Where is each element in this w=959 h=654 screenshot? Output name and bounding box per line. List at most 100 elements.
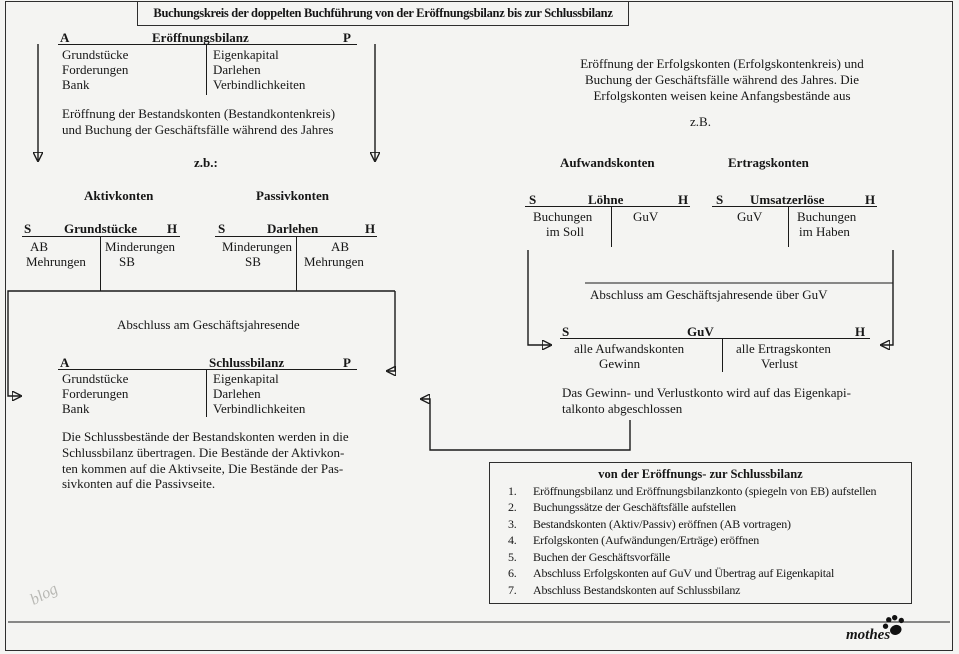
grundstuecke-debit-item: Mehrungen (26, 254, 86, 269)
umsatz-header-line (712, 206, 877, 207)
abschluss-ueber-guv-caption: Abschluss am Geschäftsjahresende über Gu… (590, 287, 828, 302)
passivkonten-header: Passivkonten (256, 188, 329, 203)
darlehen-haben-label: H (365, 221, 376, 236)
guv-haben-label: H (855, 324, 866, 339)
sb-debit-item: Bank (62, 401, 90, 416)
darlehen-credit-item: AB (331, 239, 350, 254)
step-number: 4. (508, 533, 517, 547)
step-text: Bestandskonten (Aktiv/Passiv) eröffnen (… (533, 516, 791, 531)
steps-box-title: von der Eröffnungs- zur Schlussbilanz (598, 467, 803, 481)
step-number: 6. (508, 566, 517, 580)
sb-header-line (58, 369, 357, 370)
guv-credit-item: Verlust (761, 356, 798, 371)
grundstuecke-divider-line (100, 237, 101, 291)
guv-divider-line (722, 339, 723, 372)
grundstuecke-haben-label: H (167, 221, 178, 236)
abschluss-jahresende-caption: Abschluss am Geschäftsjahresende (117, 317, 300, 332)
eb-credit-item: Verbindlichkeiten (213, 77, 306, 92)
guv-header-line (560, 338, 870, 339)
grundstuecke-soll-label: S (24, 221, 32, 236)
grundstuecke-credit-item: Minderungen (105, 239, 176, 254)
guv-soll-label: S (562, 324, 570, 339)
eb-debit-side-label: A (60, 30, 70, 45)
umsatz-title: Umsatzerlöse (750, 192, 825, 207)
eb-account-title: Eröffnungsbilanz (152, 30, 249, 45)
sb-debit-item: Forderungen (62, 386, 129, 401)
umsatz-credit-item: Buchungen (797, 209, 857, 224)
guv-title: GuV (687, 324, 714, 339)
step-text: Eröffnungsbilanz und Eröffnungsbilanzkon… (533, 483, 877, 498)
diagram-title: Buchungskreis der doppelten Buchführung … (137, 1, 629, 26)
erfolgskonten-note: Eröffnung der Erfolgskonten (Erfolgskont… (580, 56, 864, 103)
eb-credit-item: Eigenkapital (213, 47, 279, 62)
darlehen-header-line (215, 236, 377, 237)
loehne-header-line (525, 206, 690, 207)
step-text: Abschluss Erfolgskonten auf GuV und Über… (533, 566, 835, 580)
umsatz-debit-item: GuV (737, 209, 763, 224)
step-text: Abschluss Bestandskonten auf Schlussbila… (533, 582, 741, 597)
zb-right-label: z.B. (690, 114, 711, 129)
ertragskonten-header: Ertragskonten (728, 155, 809, 170)
grundstuecke-header-line (22, 236, 180, 237)
step-text: Buchen der Geschäftsvorfälle (533, 549, 671, 564)
step-number: 1. (508, 483, 517, 498)
step-item: 5. Buchen der Geschäftsvorfälle (508, 550, 911, 565)
sb-credit-side-label: P (343, 355, 351, 370)
grundstuecke-title: Grundstücke (64, 221, 137, 236)
sb-account-title: Schlussbilanz (209, 355, 285, 370)
darlehen-divider-line (296, 237, 297, 291)
eb-header-line (58, 44, 357, 45)
sb-divider-line (206, 370, 207, 417)
sb-credit-item: Eigenkapital (213, 371, 279, 386)
aktivkonten-header: Aktivkonten (84, 188, 154, 203)
step-item: 2. Buchungssätze der Geschäftsfälle aufs… (508, 500, 911, 515)
bestandskonten-note: Eröffnung der Bestandskonten (Bestandkon… (62, 106, 336, 137)
zb-left-label: z.b.: (194, 155, 218, 170)
step-item: 7. Abschluss Bestandskonten auf Schlussb… (508, 583, 911, 598)
sb-debit-item: Grundstücke (62, 371, 129, 386)
step-text: Buchungssätze der Geschäftsfälle aufstel… (533, 500, 736, 514)
paw-print-icon (882, 614, 904, 635)
guv-debit-item: Gewinn (599, 356, 641, 371)
loehne-soll-label: S (529, 192, 537, 207)
darlehen-debit-item: Minderungen (222, 239, 293, 254)
mothes-logo-text: mothes (846, 627, 891, 643)
step-number: 2. (508, 500, 517, 514)
step-item: 4. Erfolgskonten (Aufwändungen/Erträge) … (508, 533, 911, 548)
steps-box: von der Eröffnungs- zur Schlussbilanz 1.… (489, 462, 912, 604)
sb-debit-side-label: A (60, 355, 70, 370)
eb-credit-item: Darlehen (213, 62, 261, 77)
loehne-debit-item: Buchungen (533, 209, 593, 224)
aufwandskonten-header: Aufwandskonten (560, 155, 655, 170)
guv-debit-item: alle Aufwandskonten (574, 341, 685, 356)
grundstuecke-debit-item: AB (30, 239, 49, 254)
umsatz-haben-label: H (865, 192, 876, 207)
loehne-title: Löhne (588, 192, 624, 207)
step-item: 1. Eröffnungsbilanz und Eröffnungsbilanz… (508, 484, 911, 499)
grundstuecke-credit-item: SB (119, 254, 135, 269)
step-number: 3. (508, 516, 517, 531)
step-item: 6. Abschluss Erfolgskonten auf GuV und Ü… (508, 566, 911, 581)
darlehen-credit-item: Mehrungen (304, 254, 364, 269)
step-item: 3. Bestandskonten (Aktiv/Passiv) eröffne… (508, 517, 911, 532)
guv-abschluss-note: Das Gewinn- und Verlustkonto wird auf da… (562, 385, 851, 416)
darlehen-title: Darlehen (267, 221, 319, 236)
sb-credit-item: Verbindlichkeiten (213, 401, 306, 416)
darlehen-soll-label: S (218, 221, 226, 236)
step-number: 7. (508, 582, 517, 597)
eb-divider-line (206, 45, 207, 95)
eb-debit-item: Forderungen (62, 62, 129, 77)
guv-credit-item: alle Ertragskonten (736, 341, 831, 356)
loehne-debit-item: im Soll (546, 224, 584, 239)
darlehen-debit-item: SB (245, 254, 261, 269)
step-text: Erfolgskonten (Aufwändungen/Erträge) erö… (533, 533, 760, 547)
loehne-divider-line (611, 207, 612, 247)
step-number: 5. (508, 549, 517, 564)
umsatz-divider-line (788, 207, 789, 247)
umsatz-soll-label: S (716, 192, 724, 207)
eb-debit-item: Bank (62, 77, 90, 92)
umsatz-credit-item: im Haben (799, 224, 850, 239)
sb-credit-item: Darlehen (213, 386, 261, 401)
loehne-credit-item: GuV (633, 209, 659, 224)
